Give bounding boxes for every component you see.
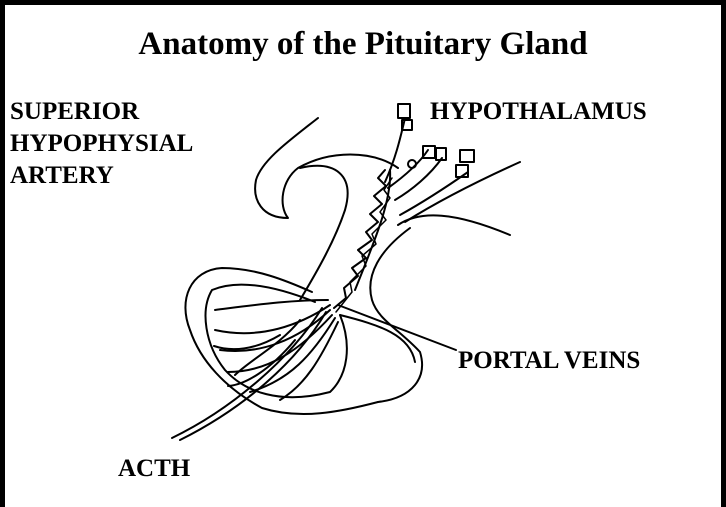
portal-veins-pointer	[338, 305, 456, 350]
hypothalamus-outline	[255, 118, 398, 218]
nerve-fiber-4	[400, 172, 468, 215]
posterior-lobe-outline	[340, 315, 415, 362]
neuron-body-1	[398, 104, 410, 118]
nerve-fiber-5	[405, 162, 520, 222]
portal-vein-1	[334, 170, 386, 308]
neuron-body-5	[460, 150, 474, 162]
acth-vessel-bundle	[172, 300, 338, 440]
neuron-body-7	[408, 160, 416, 168]
neuron-body-3	[423, 146, 435, 158]
pituitary-stalk-left	[300, 166, 348, 300]
posterior-lobe-inner	[370, 215, 510, 402]
